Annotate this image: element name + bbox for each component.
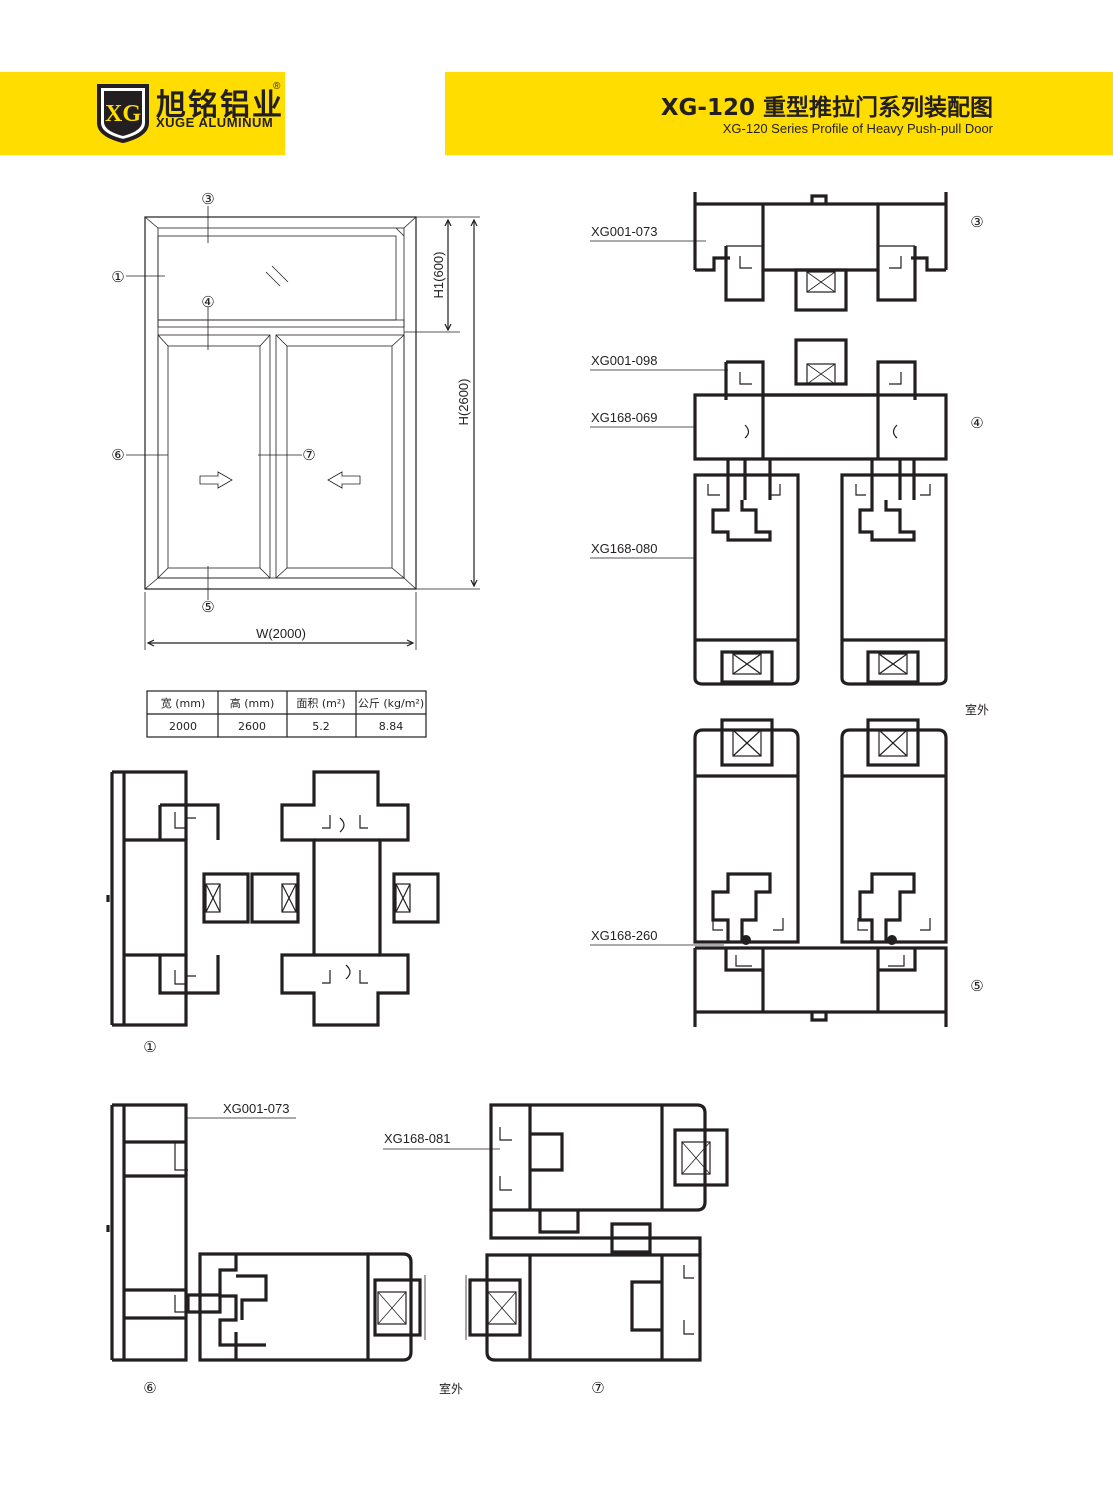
- code-xg001-098: XG001-098: [591, 353, 658, 368]
- dim-h-label: H(2600): [456, 379, 471, 426]
- marker-7-section: ⑦: [591, 1379, 604, 1397]
- door-elevation: [126, 206, 480, 650]
- page-title-cn: XG-120 重型推拉门系列装配图: [660, 95, 993, 121]
- horizontal-section-7: [383, 1103, 729, 1362]
- code-xg168-081: XG168-081: [384, 1131, 451, 1146]
- table-cell-height: 2600: [238, 720, 266, 733]
- code-xg168-080: XG168-080: [591, 541, 658, 556]
- brand-name-cn: 旭铭铝业: [156, 88, 284, 123]
- brand-name-en: XUGE ALUMINUM: [156, 115, 274, 130]
- marker-5-section: ⑤: [970, 977, 983, 995]
- code-xg168-260: XG168-260: [591, 928, 658, 943]
- outdoor-label-right: 室外: [965, 702, 989, 717]
- marker-6-section: ⑥: [143, 1379, 156, 1397]
- table-cell-width: 2000: [169, 720, 197, 733]
- vertical-section-drawing: [590, 192, 948, 1027]
- outdoor-label-bottom: 室外: [439, 1381, 463, 1396]
- xg-shield-logo-icon: XG: [97, 84, 149, 143]
- code-xg168-069: XG168-069: [591, 410, 658, 425]
- marker-3-elevation: ③: [201, 190, 214, 208]
- table-header-height: 高 (mm): [230, 696, 275, 710]
- spec-table: [146, 690, 427, 738]
- svg-text:XG: XG: [105, 101, 141, 127]
- marker-1-section: ①: [143, 1038, 156, 1056]
- dim-h1-label: H1(600): [431, 252, 446, 299]
- marker-4-elevation: ④: [201, 293, 214, 311]
- marker-6-elevation: ⑥: [111, 446, 124, 464]
- table-cell-weight: 8.84: [379, 720, 404, 733]
- code-xg001-073-right: XG001-073: [591, 224, 658, 239]
- table-header-weight: 公斤 (kg/m²): [358, 697, 424, 710]
- marker-1-elevation: ①: [111, 268, 124, 286]
- marker-3-section: ③: [970, 213, 983, 231]
- marker-7-elevation: ⑦: [302, 446, 315, 464]
- table-cell-area: 5.2: [312, 720, 330, 733]
- table-header-width: 宽 (mm): [161, 696, 206, 710]
- page-title-en: XG-120 Series Profile of Heavy Push-pull…: [722, 121, 993, 136]
- horizontal-section-1: [106, 770, 440, 1027]
- marker-4-section: ④: [970, 414, 983, 432]
- dim-w-label: W(2000): [256, 626, 306, 641]
- horizontal-section-6: [106, 1103, 426, 1362]
- marker-5-elevation: ⑤: [201, 598, 214, 616]
- title-band: [445, 72, 1113, 155]
- registered-mark: ®: [273, 81, 281, 92]
- table-header-area: 面积 (m²): [296, 697, 345, 710]
- code-xg001-073-bottom: XG001-073: [223, 1101, 290, 1116]
